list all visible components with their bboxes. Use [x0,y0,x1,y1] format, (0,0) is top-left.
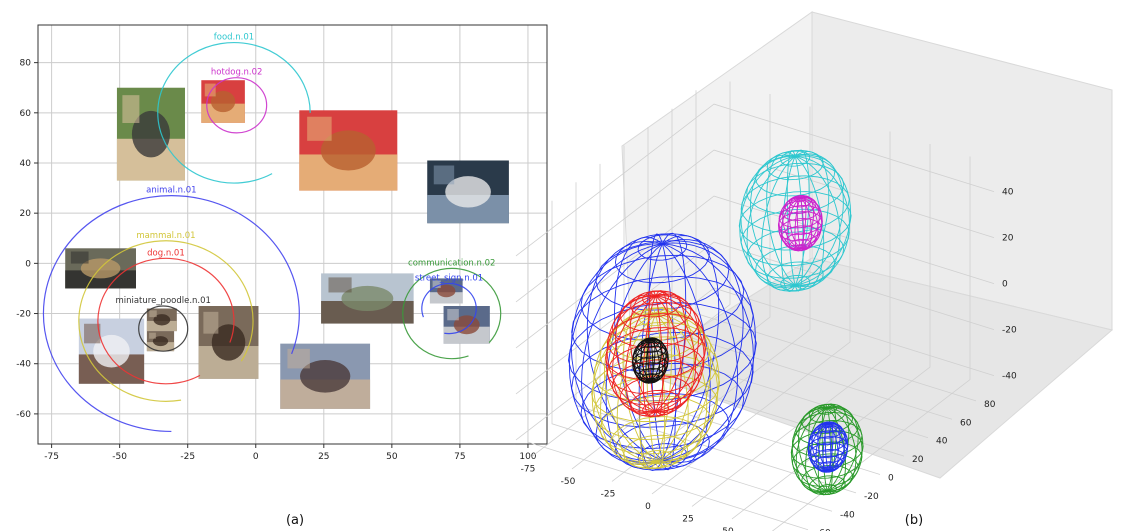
x-tick-label: 75 [454,452,465,462]
thumbnail-image [443,306,490,344]
grid-line-y [527,219,809,531]
caption-a: (a) [286,513,304,528]
concept-label: mammal.n.01 [136,231,195,241]
concept-circle [157,42,311,184]
x-tick-label: 50 [386,452,398,462]
y-tick-label: 80 [984,400,996,410]
grid-line-y [551,200,833,512]
thumbnail-image [321,273,414,324]
concept-circle [421,282,477,335]
y-tick-label: -40 [16,360,31,370]
y-tick-label: 60 [960,418,972,428]
panel-a-labels: food.n.01 hotdog.n.02 animal.n.01 mammal.n.… [115,33,495,306]
thumbnail-image [78,318,145,384]
concept-circle [42,195,300,433]
x-tick-label: -25 [180,452,195,462]
y-tick-label: -20 [16,310,31,320]
y-tick-label: 0 [888,474,894,484]
x-tick-label: -50 [561,477,576,487]
panel-b-ticks: -75-50-250255075-60-40-20020406080-40-20… [521,188,1017,531]
panel-a-ticks: -75 -50 -25 0 25 50 75 100 -60 -40 -20 0 20 40 60 80 [16,59,537,462]
concept-circle [402,267,502,360]
x-tick-label: 25 [318,452,329,462]
grid-line-y [623,145,905,457]
panel-a-circles [42,42,502,433]
wireframe-ellipsoid [807,421,849,473]
thumbnail-image [427,160,509,224]
z-tick-label: 40 [1002,188,1014,198]
concept-circle [97,257,235,385]
x-tick-label: -25 [601,489,616,499]
caption-b: (b) [905,513,923,528]
z-tick-label: 0 [1002,280,1008,290]
concept-label: street_sign.n.01 [415,273,483,283]
grid-line-x [531,81,731,457]
y-tick-label: 20 [20,209,32,219]
thumbnail-image [429,278,463,304]
thumbnail-image [198,306,259,379]
y-tick-label: 0 [25,259,31,269]
thumbnail-image [299,110,398,191]
x-tick-label: 0 [253,452,259,462]
wireframe-ellipsoid [567,232,757,471]
thumbnail-image [146,331,175,352]
y-tick-label: 60 [20,109,32,119]
y-tick-label: 80 [20,59,32,69]
y-tick-label: 40 [20,159,32,169]
y-tick-label: 40 [936,437,948,447]
grid-line-x [731,144,931,520]
y-tick-label: 20 [912,455,924,465]
y-tick-label: -40 [840,510,855,520]
concept-circle [138,305,189,352]
grid-line-y [671,108,953,420]
wireframe-ellipsoid [777,194,823,252]
grid-line-z [515,149,995,303]
thumbnail-image [146,308,177,332]
grid-line-x [651,119,851,495]
concept-circle [206,77,268,134]
y-tick-label: -60 [16,410,31,420]
concept-label: miniature_poodle.n.01 [115,296,211,306]
panel-b-3d-plot: -75-50-250255075-60-40-20020406080-40-20… [515,11,1114,531]
grid-line-z [515,241,995,395]
concept-label: hotdog.n.02 [211,68,263,78]
z-tick-label: -40 [1002,372,1017,382]
panel-a-images [65,80,509,409]
grid-line-z [515,103,995,257]
panel-a-2d-plot: food.n.01 hotdog.n.02 animal.n.01 mammal.n.… [16,24,548,462]
grid-line-y [695,90,977,402]
x-tick-label: -50 [112,452,127,462]
thumbnail-image [280,343,371,409]
z-tick-label: 20 [1002,234,1014,244]
concept-label: animal.n.01 [146,186,196,196]
concept-label: dog.n.01 [147,248,185,258]
wireframe-ellipsoid [631,337,669,384]
x-tick-label: 25 [682,514,693,524]
panel-a-frame [37,24,548,445]
z-tick-label: -20 [1002,326,1017,336]
concept-label: communication.n.02 [408,258,495,268]
x-tick-label: -75 [521,464,536,474]
y-tick-label: -60 [816,529,831,531]
panel-b-ellipsoids [567,149,864,496]
thumbnail-image [116,87,185,181]
grid-line-x [771,156,971,531]
grid-line-x [571,94,771,470]
grid-line-x [691,131,891,507]
x-tick-label: 100 [519,452,536,462]
concept-circle [78,240,254,402]
x-tick-label: 0 [645,502,651,512]
x-tick-label: -75 [44,452,59,462]
concept-label: food.n.01 [214,33,254,43]
y-tick-label: -20 [864,492,879,502]
thumbnail-image [201,80,245,123]
x-tick-label: 50 [722,527,734,531]
